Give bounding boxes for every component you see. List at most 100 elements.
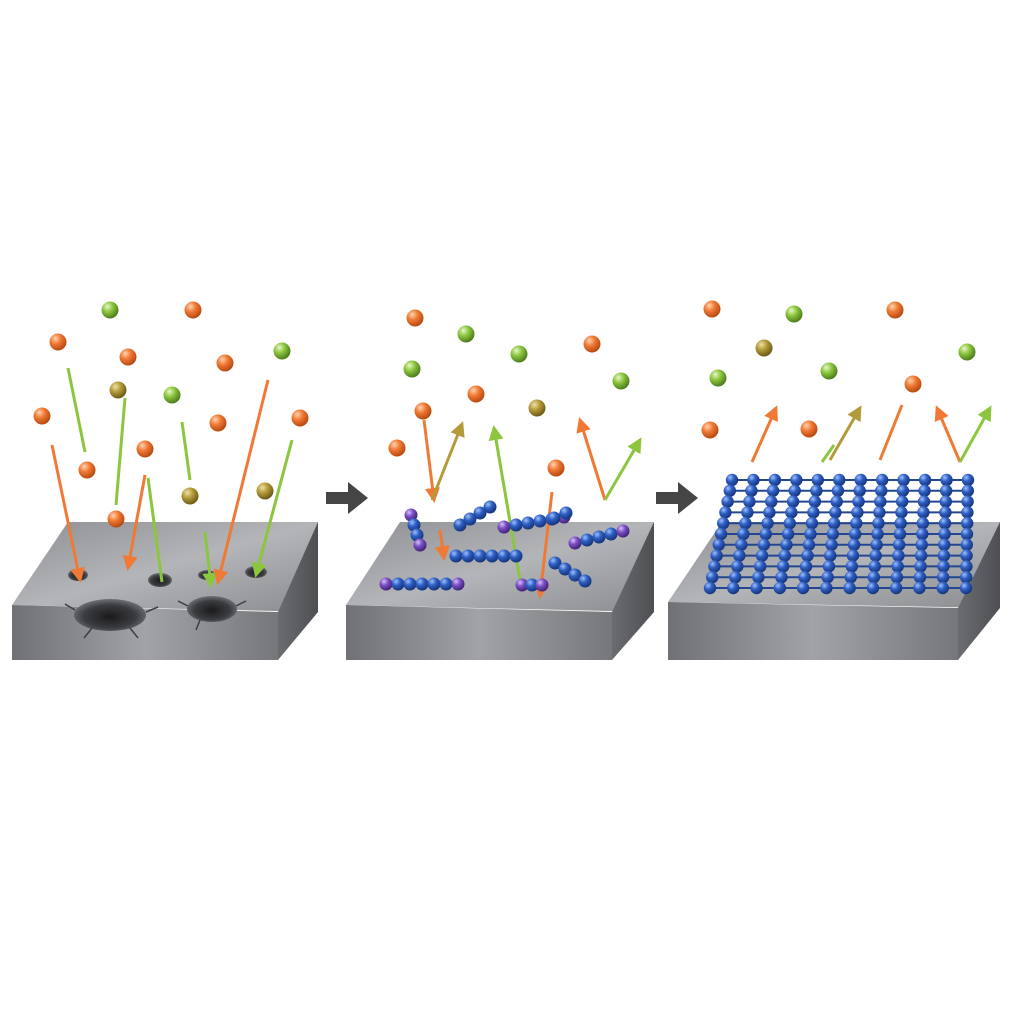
monolayer-bead: [796, 581, 810, 595]
ions-panel-2: [388, 309, 630, 477]
chain-bead: [558, 562, 572, 576]
orange-ion: [388, 439, 406, 457]
monolayer-bead: [895, 495, 909, 508]
pit: [74, 599, 146, 631]
monolayer-row: [721, 495, 974, 508]
green-ion: [785, 305, 803, 323]
monolayer-bead: [866, 581, 880, 595]
monolayer-bead: [916, 517, 930, 530]
ion-arrow: [430, 421, 465, 501]
monolayer-row: [712, 538, 973, 551]
chain-bead: [559, 506, 573, 520]
ion-arrow: [180, 421, 192, 481]
monolayer-bead: [811, 473, 825, 487]
monolayer-bead: [940, 473, 953, 487]
monolayer-bead: [827, 517, 841, 530]
panel-bare-surface: [12, 301, 318, 660]
monolayer-bead: [768, 473, 782, 487]
monolayer-bead: [743, 495, 756, 508]
monolayer-row: [708, 560, 973, 573]
panel-partial-coverage: [346, 309, 654, 660]
orange-ion: [49, 333, 67, 351]
orange-ion: [136, 440, 154, 458]
monolayer-bead: [875, 473, 889, 487]
monolayer-bead: [937, 549, 951, 562]
monolayer-bead: [798, 571, 811, 584]
monolayer-bead: [960, 560, 973, 573]
monolayer-bead: [895, 506, 908, 519]
ion-arrow: [958, 405, 992, 463]
monolayer-bead: [761, 517, 774, 530]
orange-ion: [414, 402, 432, 420]
monolayer-bead: [915, 538, 928, 551]
slab-front: [668, 602, 958, 660]
monolayer-bead: [853, 484, 866, 497]
slab-side: [958, 522, 1000, 660]
slab-top: [12, 522, 318, 612]
chain-bead: [568, 568, 582, 582]
partial-ion-arrows: [422, 417, 642, 599]
monolayer-bead: [808, 495, 822, 508]
monolayer-bead: [763, 506, 776, 519]
monolayer-bead: [747, 473, 760, 487]
monolayer-bead: [733, 549, 746, 562]
pit: [187, 596, 237, 622]
ion-arrow: [50, 444, 85, 583]
monolayer-bead: [936, 571, 950, 584]
orange-ion: [78, 461, 96, 479]
monolayer-bead: [729, 571, 742, 584]
monolayer-bead: [867, 571, 881, 584]
monolayer-bead: [741, 506, 754, 519]
monolayer-bead: [703, 581, 717, 595]
monolayer-bead: [731, 560, 744, 573]
slab-side: [278, 522, 318, 660]
chain-bead: [410, 528, 424, 542]
ion-arrow: [251, 439, 294, 578]
monolayer-bead: [737, 527, 750, 541]
polymer-chain: [547, 506, 573, 525]
orange-ion: [33, 407, 51, 425]
chain-bead: [547, 511, 561, 525]
monolayer-bead: [801, 549, 814, 562]
monolayer-bead: [913, 581, 926, 595]
monolayer-bead: [754, 560, 767, 573]
monolayer-bead: [821, 571, 834, 584]
orange-ion: [583, 335, 601, 353]
monolayer-bead: [959, 581, 973, 595]
orange-ion: [406, 309, 424, 327]
chain-bead: [533, 514, 547, 528]
monolayer-bead: [778, 549, 791, 562]
olive-ion: [181, 487, 199, 505]
monolayer-bead: [831, 484, 845, 497]
chain-bead: [453, 518, 467, 532]
orange-ion: [119, 348, 137, 366]
monolayer-bead: [807, 506, 820, 519]
monolayer-bead: [752, 571, 765, 584]
ions-panel-3: [701, 300, 976, 439]
monolayer-row: [710, 549, 973, 562]
monolayer-bead: [799, 560, 813, 573]
monolayer-bead: [872, 517, 885, 530]
ion-arrow: [422, 419, 440, 503]
monolayer-bead: [826, 527, 840, 541]
monolayer-bead: [781, 527, 795, 541]
ion-arrow: [878, 404, 904, 461]
pit: [198, 570, 216, 580]
chain-bead: [483, 500, 497, 514]
monolayer-bead: [868, 560, 881, 573]
chain-end-bead: [515, 578, 529, 592]
ion-arrow: [114, 397, 127, 506]
monolayer-bead: [721, 495, 734, 508]
chain-bead: [521, 516, 535, 530]
monolayer-row: [714, 527, 974, 541]
monolayer-bead: [870, 538, 883, 551]
monolayer-bead: [810, 484, 823, 497]
monolayer-bead: [961, 484, 974, 497]
monolayer-bead: [765, 495, 778, 508]
monolayer-bead: [805, 517, 819, 530]
chain-bead: [461, 549, 475, 563]
ion-arrow: [934, 405, 962, 463]
monolayer-bead: [783, 517, 796, 530]
monolayer-bead: [723, 484, 736, 497]
slab-side: [612, 522, 654, 660]
